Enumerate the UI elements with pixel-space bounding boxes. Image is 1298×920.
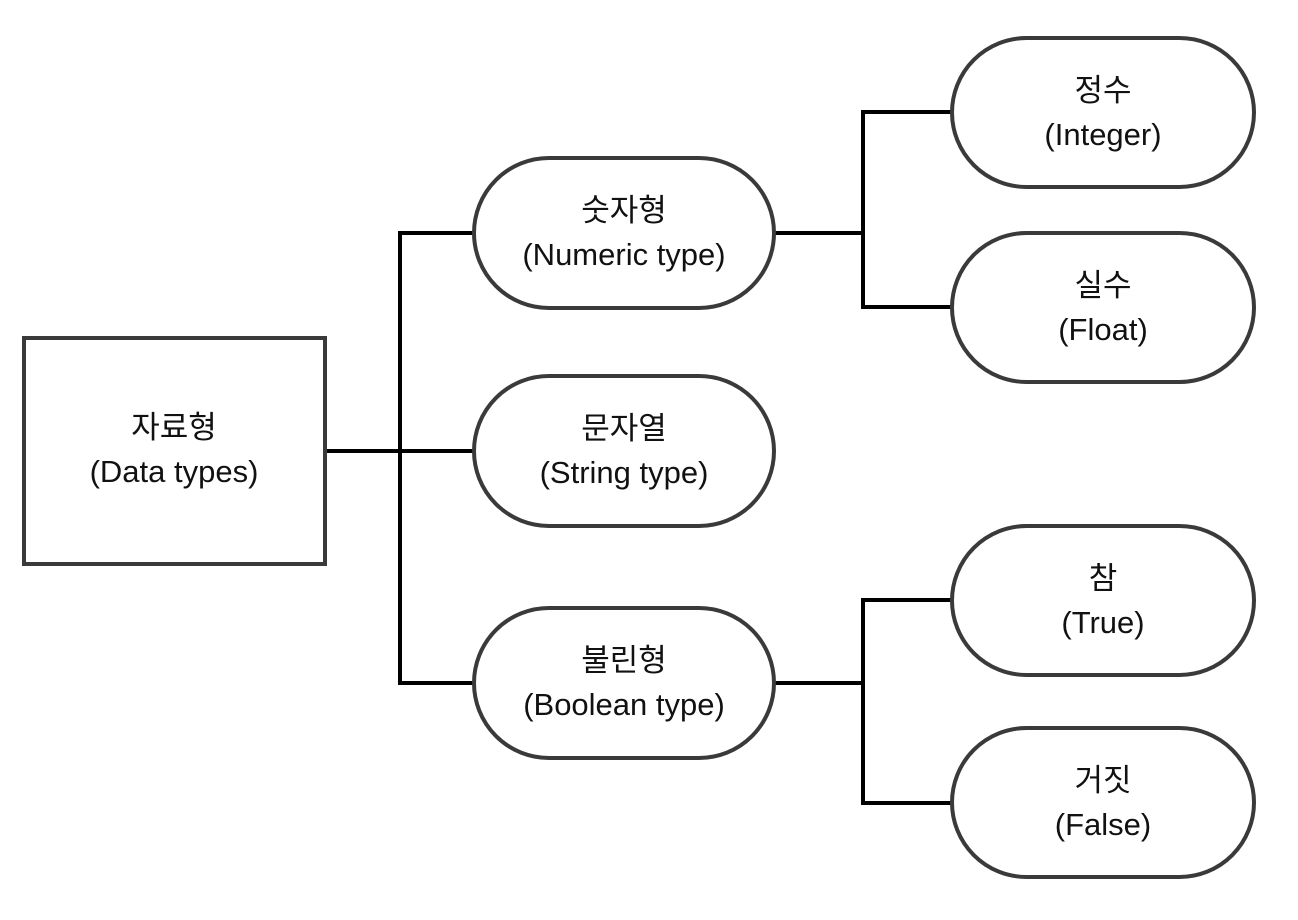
node-string-type-korean-label: 문자열: [581, 411, 667, 446]
node-false-english-label: (False): [1055, 807, 1151, 842]
node-string-type: 문자열 (String type): [472, 374, 776, 528]
node-true-english-label: (True): [1061, 605, 1144, 640]
node-float-pill: [950, 231, 1256, 384]
node-float-english-label: (Float): [1058, 312, 1148, 347]
node-boolean-type: 불린형 (Boolean type): [472, 606, 776, 760]
node-boolean-type-english-label: (Boolean type): [523, 687, 725, 722]
node-false-korean-label: 거짓: [1074, 763, 1131, 798]
node-integer: 정수 (Integer): [950, 36, 1256, 189]
node-boolean-type-korean-label: 불린형: [581, 643, 667, 678]
node-string-type-english-label: (String type): [540, 455, 709, 490]
node-data-types: 자료형 (Data types): [22, 336, 327, 566]
node-boolean-type-pill: [472, 606, 776, 760]
connectors: [323, 110, 954, 805]
node-false-pill: [950, 726, 1256, 879]
node-numeric-type-korean-label: 숫자형: [581, 193, 667, 228]
node-float: 실수 (Float): [950, 231, 1256, 384]
node-integer-korean-label: 정수: [1074, 73, 1131, 108]
node-true: 참 (True): [950, 524, 1256, 677]
node-numeric-type-english-label: (Numeric type): [522, 237, 725, 272]
node-true-korean-label: 참: [1089, 561, 1118, 596]
node-integer-english-label: (Integer): [1044, 117, 1161, 152]
node-data-types-box: [22, 336, 327, 566]
node-data-types-english-label: (Data types): [90, 454, 259, 489]
node-float-korean-label: 실수: [1074, 268, 1131, 303]
node-false: 거짓 (False): [950, 726, 1256, 879]
node-true-pill: [950, 524, 1256, 677]
node-numeric-type-pill: [472, 156, 776, 310]
node-numeric-type: 숫자형 (Numeric type): [472, 156, 776, 310]
node-integer-pill: [950, 36, 1256, 189]
node-data-types-korean-label: 자료형: [131, 410, 217, 445]
node-string-type-pill: [472, 374, 776, 528]
